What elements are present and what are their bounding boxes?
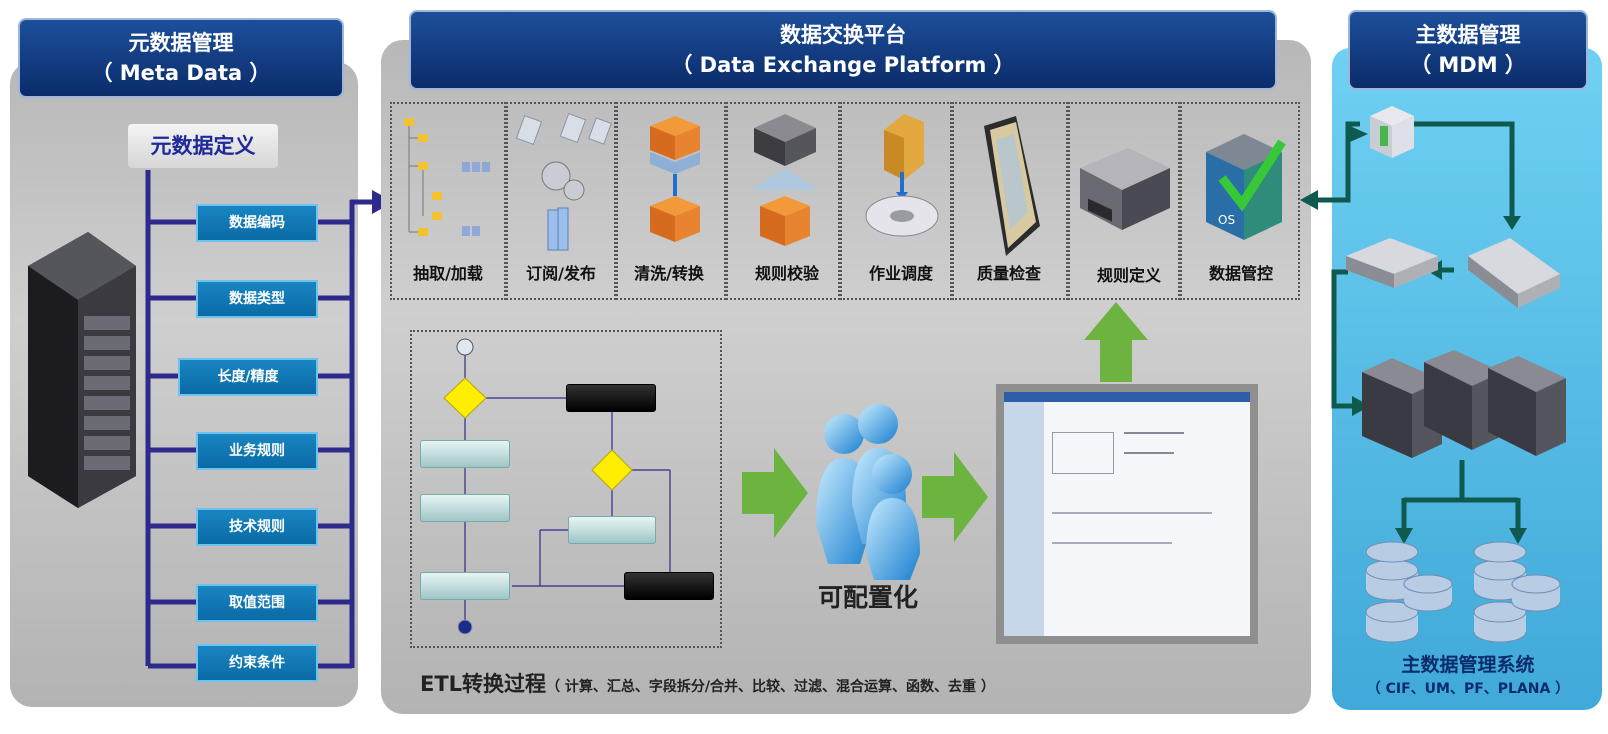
etl-step-light-4 bbox=[420, 572, 510, 600]
tool-box-validate bbox=[726, 102, 840, 300]
folder-disk-icon bbox=[862, 110, 942, 264]
meta-subtitle: （ Meta Data ） bbox=[91, 61, 271, 85]
tool-box-clean bbox=[616, 102, 726, 300]
meta-item-tech-rule: 技术规则 bbox=[196, 508, 318, 546]
exchange-title: 数据交换平台 bbox=[780, 23, 906, 47]
pc-icon bbox=[1366, 104, 1416, 164]
tool-label-schedule: 作业调度 bbox=[868, 264, 933, 283]
chip-icon bbox=[976, 116, 1046, 266]
tool-box-schedule bbox=[840, 102, 952, 300]
network-box-icon-2 bbox=[1466, 236, 1562, 318]
etl-detail: （ 计算、汇总、字段拆分/合并、比较、过滤、混合运算、函数、去重 ） bbox=[546, 679, 995, 695]
tool-label-validate: 规则校验 bbox=[754, 264, 819, 283]
database-icon-2 bbox=[1472, 540, 1562, 648]
meta-item-data-type: 数据类型 bbox=[196, 280, 318, 318]
green-arrow-up bbox=[1084, 302, 1148, 382]
exchange-subtitle: （ Data Exchange Platform ） bbox=[671, 53, 1015, 77]
tool-label-governance: 数据管控 bbox=[1208, 264, 1273, 283]
meta-header: 元数据管理 （ Meta Data ） bbox=[18, 18, 344, 98]
meta-item-constraint: 约束条件 bbox=[196, 644, 318, 682]
server-rack-icon bbox=[18, 226, 138, 508]
people-icon bbox=[812, 404, 922, 584]
meta-title: 元数据管理 bbox=[128, 31, 234, 55]
tool-label-rule-define: 规则定义 bbox=[1096, 266, 1161, 285]
meta-item-data-code: 数据编码 bbox=[196, 204, 318, 242]
tool-box-governance bbox=[1180, 102, 1300, 300]
meta-item-business-rule: 业务规则 bbox=[196, 432, 318, 470]
etl-flow-box bbox=[410, 330, 722, 648]
mdm-title: 主数据管理 bbox=[1415, 23, 1521, 47]
meta-item-length-precision: 长度/精度 bbox=[178, 358, 318, 396]
tool-box-subscribe bbox=[506, 102, 616, 300]
tool-box-rule-define bbox=[1068, 102, 1180, 300]
exchange-header: 数据交换平台 （ Data Exchange Platform ） bbox=[409, 10, 1277, 90]
svg-text:OS: OS bbox=[1218, 213, 1235, 227]
etl-step-light-1 bbox=[420, 440, 510, 468]
check-os-icon: OS bbox=[1202, 128, 1286, 252]
mdm-system-label: 主数据管理系统 bbox=[1401, 654, 1535, 676]
green-arrow-right-1 bbox=[742, 448, 808, 538]
etl-caption: ETL转换过程（ 计算、汇总、字段拆分/合并、比较、过滤、混合运算、函数、去重 … bbox=[420, 668, 995, 698]
mdm-subtitle: （ MDM ） bbox=[1410, 53, 1526, 77]
mdm-header: 主数据管理 （ MDM ） bbox=[1348, 10, 1588, 90]
network-box-icon bbox=[1344, 234, 1440, 294]
etl-step-dark-1 bbox=[566, 384, 656, 412]
machine-icon bbox=[1074, 138, 1174, 242]
configurable-label: 可配置化 bbox=[817, 583, 918, 612]
etl-step-light-2 bbox=[420, 494, 510, 522]
green-arrow-right-2 bbox=[922, 452, 988, 542]
meta-item-value-range: 取值范围 bbox=[196, 584, 318, 622]
mdm-system-detail: （ CIF、UM、PF、PLANA ） bbox=[1366, 681, 1570, 697]
mdm-arrows bbox=[1300, 121, 1527, 544]
meta-definition-label: 元数据定义 bbox=[128, 124, 278, 168]
meta-connectors bbox=[145, 170, 394, 669]
tool-box-extract bbox=[390, 102, 506, 300]
etl-step-dark-2 bbox=[624, 572, 714, 600]
etl-title: ETL转换过程 bbox=[420, 672, 547, 696]
tool-box-quality bbox=[952, 102, 1068, 300]
tool-label-extract: 抽取/加载 bbox=[413, 264, 483, 283]
database-icon bbox=[1364, 540, 1454, 648]
etl-flow-lines bbox=[443, 338, 671, 635]
tool-label-quality: 质量检查 bbox=[976, 264, 1041, 283]
tool-label-subscribe: 订阅/发布 bbox=[526, 264, 596, 283]
server-cluster-icon bbox=[1362, 350, 1568, 466]
tree-view-icon bbox=[398, 112, 498, 246]
tool-label-clean: 清洗/转换 bbox=[634, 264, 704, 283]
cube-stack-icon bbox=[640, 116, 710, 260]
app-window-icon bbox=[996, 384, 1258, 644]
etl-step-light-3 bbox=[568, 516, 656, 544]
server-box-icon bbox=[748, 108, 822, 262]
gears-icon bbox=[512, 112, 612, 256]
